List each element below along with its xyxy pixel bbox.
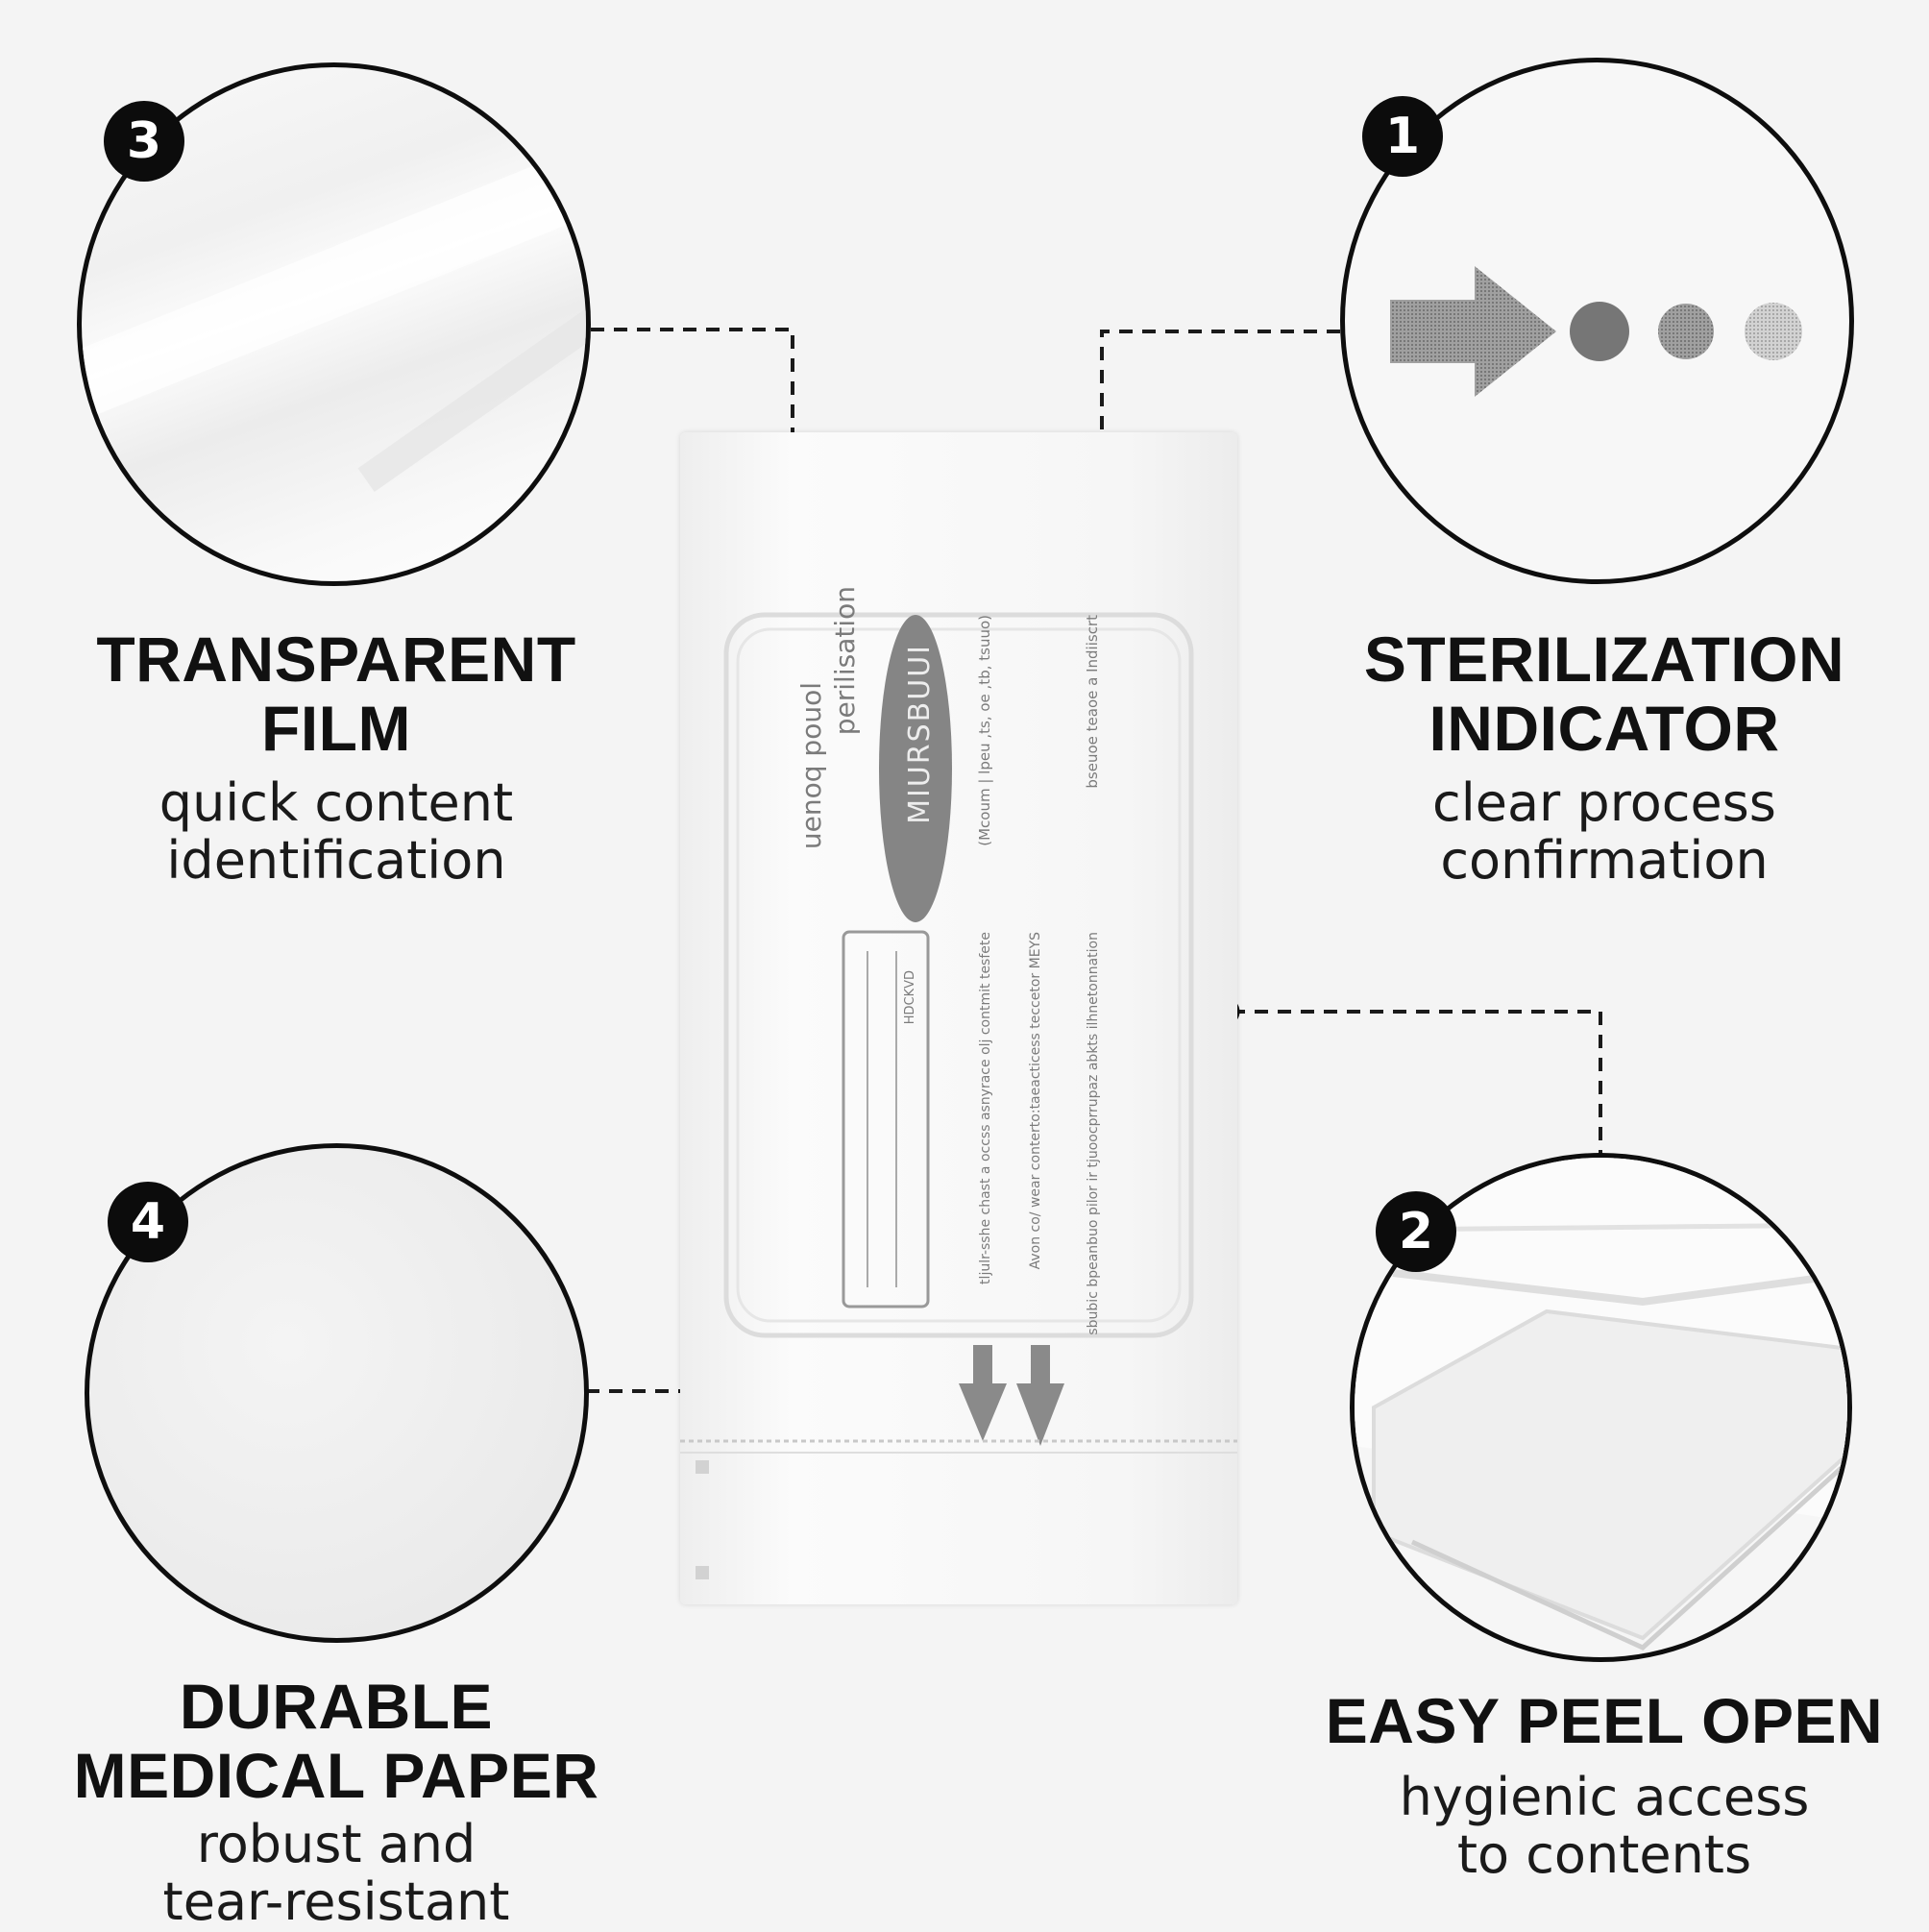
- indicator-arrow: [1390, 266, 1556, 397]
- pouch-brand: MIURSBUUI: [903, 644, 937, 824]
- easy-peel-circle: [1350, 1153, 1852, 1662]
- badge-3: 3: [104, 101, 184, 182]
- direction-arrows: [959, 1345, 1064, 1446]
- sterilization-pouch: MIURSBUUI perilisation uenoq pouol (Mcou…: [680, 432, 1237, 1604]
- feature-sub-line1: hygienic access: [1399, 1767, 1810, 1827]
- feature-sub-line2: to contents: [1456, 1824, 1752, 1885]
- feature-sub-line1: quick content: [159, 772, 514, 833]
- badge-4: 4: [108, 1182, 188, 1262]
- feature-title-line2: FILM: [261, 693, 411, 764]
- indicator-dot-3: [1745, 303, 1802, 360]
- feature-title-line1: STERILIZATION: [1363, 624, 1845, 695]
- connector-indicator: [1100, 330, 1340, 624]
- pouch-label-2: uenoq pouol: [795, 682, 827, 850]
- feature-sub-line1: clear process: [1432, 772, 1776, 833]
- pouch-text-col-5: sbubic bpeanbuo pilor ir tjuoocprrupaz a…: [1086, 932, 1101, 1335]
- feature-title-line2: MEDICAL PAPER: [73, 1740, 599, 1811]
- feature-medical-paper: DURABLE MEDICAL PAPER robust and tear-re…: [38, 1672, 634, 1931]
- badge-1: 1: [1362, 96, 1443, 177]
- write-box: [842, 930, 930, 1308]
- feature-sub-line2: identification: [166, 830, 506, 891]
- indicator-graphic: [1390, 266, 1802, 397]
- pouch-label-1: perilisation: [829, 586, 861, 736]
- feature-sub-line1: robust and: [196, 1814, 476, 1874]
- pouch-text-col-3: Avon co/ wear conterto:taeacticess tecce…: [1028, 932, 1043, 1270]
- brand-oval: [879, 615, 952, 922]
- pouch-details: [680, 612, 1237, 1579]
- peel-graphic: [1355, 1158, 1847, 1651]
- pouch-box-label: HDCKVD: [903, 970, 917, 1025]
- indicator-dot-1: [1570, 302, 1629, 361]
- connector-peel: [1232, 1010, 1602, 1158]
- feature-title-line2: INDICATOR: [1428, 693, 1780, 764]
- feature-sub-line2: confirmation: [1440, 830, 1769, 891]
- feature-title-line1: TRANSPARENT: [96, 624, 576, 695]
- feature-title-line1: EASY PEEL OPEN: [1325, 1685, 1884, 1756]
- feature-transparent-film: TRANSPARENT FILM quick content identific…: [58, 624, 615, 890]
- feature-easy-peel: EASY PEEL OPEN hygienic access to conten…: [1316, 1686, 1892, 1884]
- pouch-text-col-4: tljulr-sshe chast a occss asnyrace olj c…: [978, 932, 993, 1284]
- feature-sub-line2: tear-resistant: [162, 1871, 510, 1932]
- indicator-dot-2: [1658, 304, 1714, 359]
- badge-2: 2: [1376, 1191, 1456, 1272]
- feature-sterilization-indicator: STERILIZATION INDICATOR clear process co…: [1316, 624, 1892, 890]
- feature-title-line1: DURABLE: [179, 1671, 494, 1742]
- pouch-text-col-1: (Mcoum | lpeu ,ts, oe ,tb, tsuuo): [976, 615, 993, 846]
- pouch-text-col-2: bseuoe teaoe a Indiiscrt: [1084, 615, 1101, 789]
